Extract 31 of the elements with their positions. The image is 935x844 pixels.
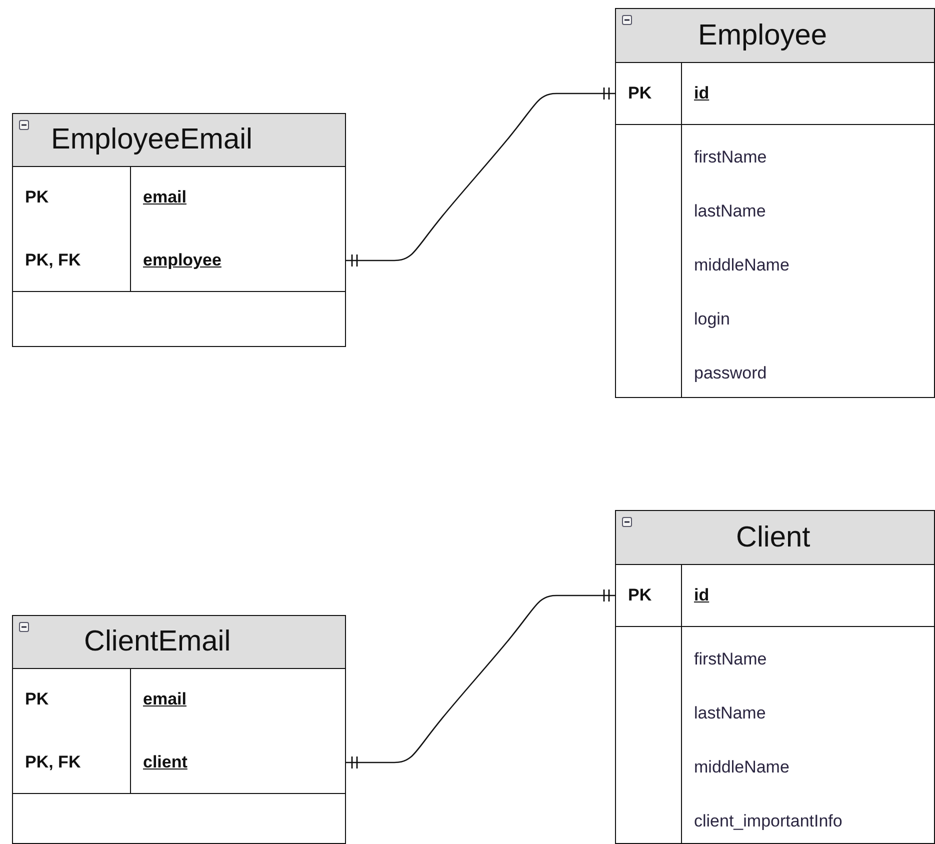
field-name: firstName <box>694 148 767 165</box>
key-label: PK <box>25 188 49 206</box>
key-field-name: email <box>143 188 186 206</box>
key-label: PK <box>628 84 652 102</box>
key-field-name: id <box>694 84 710 102</box>
field-name: firstName <box>694 650 767 667</box>
key-field-name: employee <box>143 252 222 268</box>
key-label: PK, FK <box>25 252 81 268</box>
entity-table <box>615 510 935 844</box>
relationship-line <box>346 88 615 266</box>
key-field-name: client <box>143 754 188 770</box>
key-field-name: email <box>143 690 186 708</box>
table-title: Employee <box>698 21 827 50</box>
entity-table <box>12 615 346 844</box>
entity-table <box>615 8 935 398</box>
field-name: client_importantInfo <box>694 812 842 829</box>
key-label: PK, FK <box>25 754 81 770</box>
field-name: lastName <box>694 704 766 721</box>
field-name: middleName <box>694 256 790 273</box>
field-name: middleName <box>694 758 790 775</box>
field-name: password <box>694 364 767 381</box>
key-label: PK <box>25 690 49 708</box>
entity-table <box>12 113 346 347</box>
table-title: ClientEmail <box>84 628 231 656</box>
key-field-name: id <box>694 586 710 604</box>
table-title: Client <box>736 523 810 552</box>
table-title: EmployeeEmail <box>51 126 252 154</box>
field-name: login <box>694 310 730 327</box>
relationship-line <box>346 590 615 768</box>
field-name: lastName <box>694 202 766 219</box>
key-label: PK <box>628 586 652 604</box>
